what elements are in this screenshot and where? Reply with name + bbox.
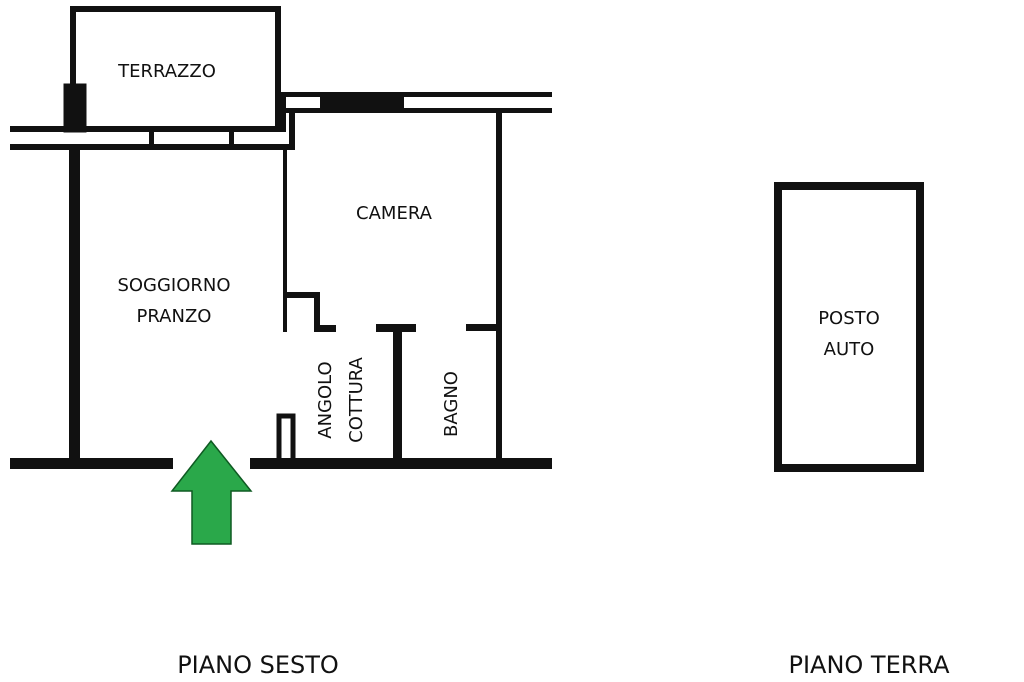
camera-right-wall — [496, 112, 502, 464]
apartment-plan: TERRAZZO CAMERA SOGGIORNO PRANZO ANGOLO … — [10, 6, 552, 545]
camera-wall-upper — [281, 92, 552, 97]
camera-wall-join — [281, 92, 286, 132]
camera-wall-lower — [281, 108, 552, 113]
floor-label-terra: PIANO TERRA — [788, 651, 950, 679]
balcony-mullion-1 — [149, 126, 154, 150]
bagno-door-jamb-right — [466, 324, 502, 331]
room-label-terrazzo: TERRAZZO — [117, 61, 216, 82]
room-label-soggiorno: SOGGIORNO — [117, 275, 230, 296]
camera-window — [320, 94, 404, 110]
terrazzo-wall-right — [275, 6, 281, 132]
balcony-wall-end — [289, 112, 295, 150]
room-label-angolo: ANGOLO — [315, 361, 336, 438]
step-wall-h2 — [314, 325, 336, 332]
cottura-bagno-partition — [393, 324, 402, 464]
terrazzo-wall-top — [70, 6, 281, 12]
step-wall-h1 — [283, 292, 319, 298]
room-label-posto: POSTO — [818, 308, 880, 329]
room-label-auto: AUTO — [824, 339, 875, 360]
bottom-wall-left — [10, 458, 173, 469]
room-label-bagno: BAGNO — [441, 371, 462, 437]
balcony-mullion-2 — [229, 126, 234, 150]
posto-auto-outline — [774, 182, 924, 472]
floor-label-sesto: PIANO SESTO — [177, 651, 339, 679]
parking-plan: POSTO AUTO — [774, 182, 924, 472]
soggiorno-camera-partition — [283, 150, 287, 332]
left-exterior-wall — [69, 150, 80, 462]
terrazzo-wall-left — [70, 6, 76, 86]
bottom-wall-right — [250, 458, 552, 469]
balcony-wall-upper — [10, 126, 280, 132]
step-wall-v — [314, 292, 320, 332]
entrance-arrow-icon — [170, 439, 253, 545]
room-label-camera: CAMERA — [356, 203, 433, 224]
room-label-pranzo: PRANZO — [137, 306, 212, 327]
room-label-cottura: COTTURA — [346, 356, 367, 442]
terrazzo-post — [63, 83, 87, 133]
entrance-pillar — [276, 413, 296, 465]
